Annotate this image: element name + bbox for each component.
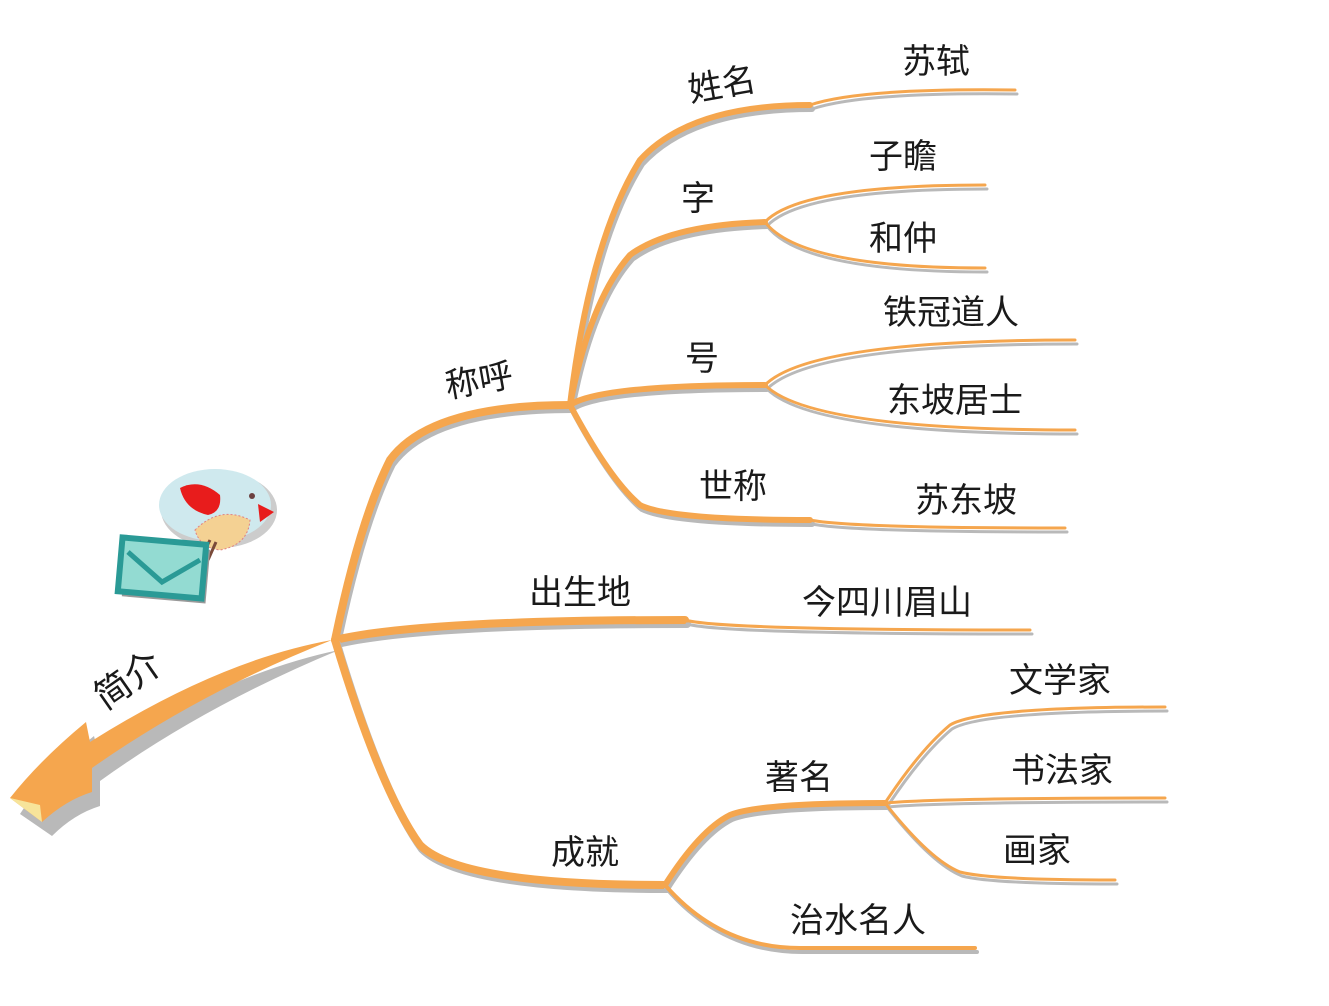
branch-shufajia-shadow [885,800,1169,809]
branch-hezhong-shadow [765,224,989,274]
branch-wenxuejia-shadow [885,709,1169,809]
branch-tieguan [763,338,1077,387]
node-zhishui: 治水名人 [790,901,926,941]
node-shufajia: 书法家 [1011,751,1113,791]
branch-chenghu [331,401,574,644]
bird-with-envelope-icon [114,469,277,604]
node-dongpojushi: 东坡居士 [887,381,1023,421]
branch-zhuming [662,800,888,888]
node-zi: 字 [681,179,715,219]
node-sudongpo: 苏东坡 [915,481,1017,521]
node-hao: 号 [685,339,719,379]
branch-chushengdi [331,616,689,644]
branch-chengjiu [331,636,669,889]
branch-hezhong [763,220,987,270]
node-hezhong: 和仲 [869,219,937,259]
node-zhuming: 著名 [765,758,833,798]
node-wenxuejia: 文学家 [1009,661,1111,701]
branch-xingming [567,102,813,408]
branch-zhuming-shadow [664,804,890,892]
branch-wenxuejia [883,705,1167,805]
branch-huajia [883,801,1117,882]
root-arrow [10,640,339,836]
node-chushengdi: 出生地 [529,573,631,613]
node-shicheng: 世称 [699,467,767,507]
branch-meishan [683,618,1032,632]
branch-zhishui [663,883,977,950]
branch-dongpojushi [763,383,1077,432]
branch-zizhan [763,183,987,224]
branch-chushengdi-shadow [333,620,691,648]
branch-tieguan-shadow [765,342,1079,391]
branch-hao-shadow [569,386,770,412]
node-chenghu: 称呼 [442,356,516,407]
branch-zi [567,219,768,408]
branch-hao [567,382,768,408]
node-huajia: 画家 [1003,831,1071,871]
branch-zi-shadow [569,223,770,412]
node-xingming: 姓名 [685,60,759,111]
branch-sushi-shadow [810,92,1019,111]
branch-shufajia [883,796,1167,805]
branch-zizhan-shadow [765,187,989,228]
branch-dongpojushi-shadow [765,387,1079,436]
branch-sudongpo-shadow [810,522,1069,534]
node-zizhan: 子瞻 [869,137,937,177]
node-sushi: 苏轼 [902,42,970,82]
node-chengjiu: 成就 [551,833,619,873]
node-tieguan: 铁冠道人 [883,293,1019,333]
node-meishan: 今四川眉山 [802,583,972,623]
branch-sushi [808,88,1017,107]
branch-shicheng [567,402,813,523]
branch-meishan-shadow [685,622,1034,636]
branch-sudongpo [808,518,1067,530]
